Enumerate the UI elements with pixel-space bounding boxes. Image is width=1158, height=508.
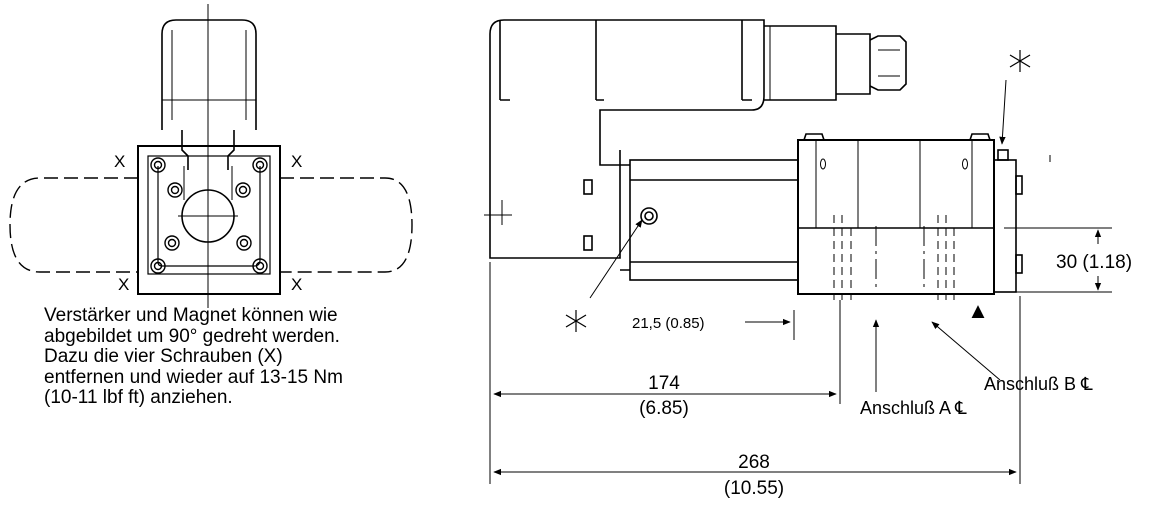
amplifier-housing	[161, 19, 257, 130]
caption-line-1: Verstärker und Magnet können wie	[44, 305, 338, 326]
solenoid-outline-left	[9, 177, 138, 273]
dimension-30: 30 (1.18)	[1056, 252, 1132, 273]
side-view	[9, 4, 413, 308]
port-a-name: Anschluß A	[860, 398, 951, 418]
port-a-centerline: ℄	[954, 398, 967, 419]
front-view	[484, 19, 1051, 300]
marker-asterisk-solenoid	[565, 310, 587, 332]
port-a-label: Anschluß A ℄	[860, 398, 967, 419]
end-cap	[993, 159, 1017, 293]
solenoid-outline-right	[280, 177, 413, 273]
flange-bolts	[150, 157, 268, 274]
lower-body	[489, 150, 621, 259]
port-b-centerline: ℄	[1080, 374, 1093, 395]
caption-line-4: entfernen und wieder auf 13-15 Nm	[44, 366, 343, 388]
dimension-174-mm: 174	[648, 373, 680, 394]
bolt-label-bottom-right: X	[291, 275, 302, 294]
port-b-name: Anschluß B	[984, 374, 1076, 394]
dimension-268-in: (10.55)	[724, 478, 784, 499]
valve-block	[797, 139, 995, 295]
cable-connector	[764, 25, 837, 101]
caption-line-3: Dazu die vier Schrauben (X)	[44, 346, 283, 367]
dimension-268-mm: 268	[738, 452, 770, 473]
bolt-label-top-right: X	[291, 152, 302, 171]
caption-line-2: abgebildet um 90° gedreht werden.	[44, 325, 340, 347]
bolt-label-bottom-left: X	[118, 275, 129, 294]
marker-asterisk-endcap	[1009, 50, 1031, 72]
dimension-lines	[489, 79, 1112, 484]
rotation-instruction: Verstärker und Magnet können wie abgebil…	[44, 305, 374, 409]
dimension-174-in: (6.85)	[639, 398, 689, 419]
amplifier-body	[489, 19, 765, 150]
reference-triangle: ▲	[967, 298, 989, 323]
dimension-21-5: 21,5 (0.85)	[632, 315, 705, 332]
bolt-label-top-left: X	[114, 152, 125, 171]
port-b-label: Anschluß B ℄	[984, 374, 1093, 395]
flange-plate	[137, 145, 281, 295]
caption-line-5: (10-11 lbf ft) anziehen.	[44, 387, 233, 408]
